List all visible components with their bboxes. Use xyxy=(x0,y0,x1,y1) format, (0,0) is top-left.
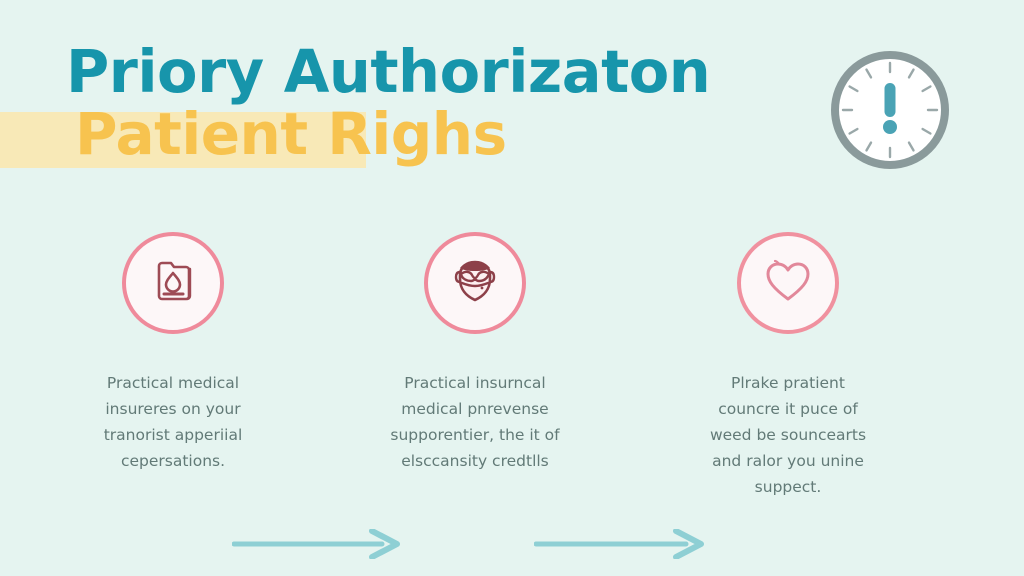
clock-alert-icon xyxy=(826,46,954,174)
page-title-line1: Priory Authorizaton xyxy=(66,37,711,106)
page-title-line2: Patient Righs xyxy=(75,100,507,168)
step-2-line-1: Practical insurncal xyxy=(404,374,546,392)
document-droplet-icon xyxy=(145,253,201,313)
step-2-line-3: supporentier, the it of xyxy=(390,426,560,445)
face-mask-icon xyxy=(447,253,503,313)
step-1-line-2: insureres on your xyxy=(105,400,241,419)
step-1-description: Practical medical insureres on your tran… xyxy=(49,370,297,474)
step-2-line-2: medical pnrevense xyxy=(401,400,549,419)
arrow-right-icon-2 xyxy=(533,528,704,560)
step-3-icon-circle xyxy=(737,232,839,334)
step-1-line-1: Practical medical xyxy=(106,374,240,392)
step-1-line-3: tranorist apperiial xyxy=(103,426,243,445)
step-1-line-4: cepersations. xyxy=(120,452,226,471)
step-2-description: Practical insurncal medical pnrevense su… xyxy=(351,370,599,474)
step-2-icon-circle xyxy=(424,232,526,334)
step-3-line-2: councre it puce of xyxy=(718,400,858,419)
step-3-line-3: weed be souncearts xyxy=(709,426,867,445)
steps-row: Practical medical insureres on your tran… xyxy=(0,232,1024,560)
step-3-line-4: and ralor you unine xyxy=(712,452,864,471)
step-1-icon-circle xyxy=(122,232,224,334)
step-3-description: Plrake pratient councre it puce of weed … xyxy=(664,370,912,500)
step-item-2[interactable]: Practical insurncal medical pnrevense su… xyxy=(351,232,599,474)
step-2-line-4: elsccansity credtlls xyxy=(401,452,549,471)
step-3-line-1: Plrake pratient xyxy=(731,374,845,392)
step-item-1[interactable]: Practical medical insureres on your tran… xyxy=(49,232,297,474)
title-highlight-band xyxy=(0,112,366,168)
step-3-line-5: suppect. xyxy=(754,478,822,497)
header: Priory Authorizaton Patient Righs xyxy=(0,0,1024,215)
step-item-3[interactable]: Plrake pratient councre it puce of weed … xyxy=(664,232,912,500)
heart-icon xyxy=(760,253,816,313)
arrow-right-icon-1 xyxy=(231,528,400,560)
